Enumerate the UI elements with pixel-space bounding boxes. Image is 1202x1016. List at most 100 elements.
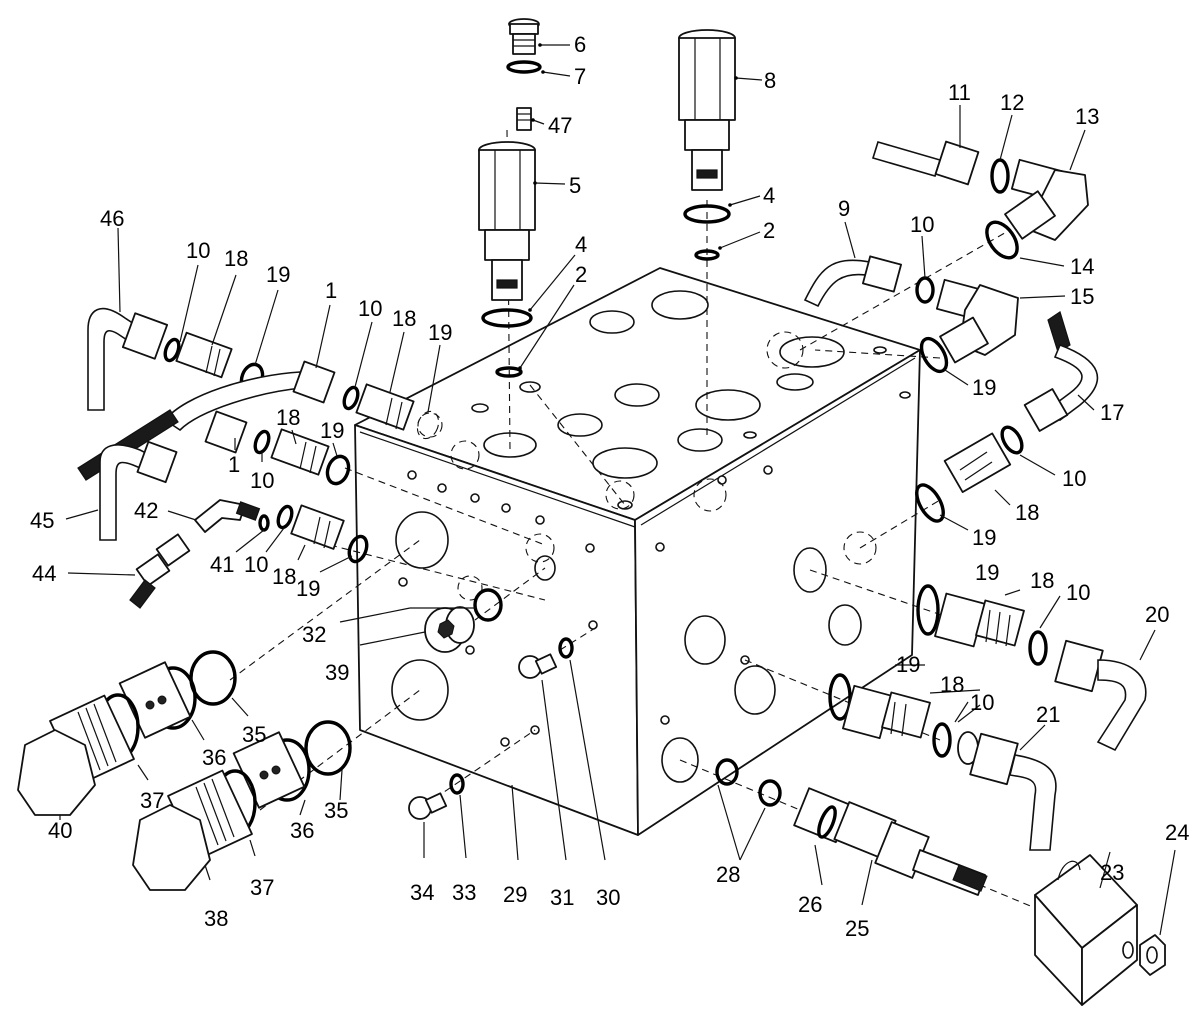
- plug-40-assembly: [17, 650, 237, 816]
- o-ring-10-right-a: [1028, 630, 1048, 666]
- callout-34: 34: [410, 880, 434, 905]
- callout-40: 40: [48, 818, 72, 843]
- callout-10-right-b: 10: [970, 690, 994, 715]
- tube-46: [87, 307, 169, 411]
- callout-8: 8: [764, 68, 776, 93]
- callout-19-right-b: 19: [896, 652, 920, 677]
- o-ring-19-lower-left: [347, 534, 369, 564]
- tube-9: [803, 255, 902, 308]
- callout-26: 26: [798, 892, 822, 917]
- o-ring-19-right-b: [828, 673, 852, 721]
- callout-11: 11: [948, 80, 971, 105]
- o-ring-10-upper-right: [915, 276, 935, 304]
- callout-18-left-top: 18: [224, 246, 248, 271]
- o-ring-19-upper-mid-dashed: [416, 410, 440, 440]
- callout-38: 38: [204, 906, 228, 931]
- relief-valve-cap-6: [508, 18, 540, 55]
- spring-insert-47: [516, 107, 532, 131]
- o-ring-4-right: [683, 204, 731, 224]
- callout-10-lower-left: 10: [244, 552, 268, 577]
- callout-4-left: 4: [575, 232, 587, 257]
- adapter-fitting-18-right-a: [934, 592, 1025, 648]
- adapter-fitting-18-upper-mid: [355, 383, 415, 431]
- callout-20: 20: [1145, 602, 1169, 627]
- callout-39: 39: [325, 660, 349, 685]
- callout-31: 31: [550, 885, 574, 910]
- o-ring-41: [258, 514, 270, 532]
- callout-18-upper-mid: 18: [392, 306, 416, 331]
- callout-10-upper-mid: 10: [358, 296, 382, 321]
- callout-32: 32: [302, 622, 326, 647]
- callout-18-upper-right: 18: [1015, 500, 1039, 525]
- o-ring-33: [449, 773, 465, 795]
- callout-18-lower-left: 18: [272, 564, 296, 589]
- callout-10-right-a: 10: [1066, 580, 1090, 605]
- plug-39: [424, 606, 475, 653]
- o-ring-10-right-b: [932, 722, 952, 758]
- tube-45: [77, 409, 179, 541]
- tube-11: [871, 140, 980, 186]
- callout-2-right: 2: [763, 218, 775, 243]
- o-ring-10-right-17: [1000, 425, 1024, 455]
- o-ring-19-upper-right: [919, 336, 949, 374]
- adapter-fitting-18-right-b: [842, 684, 931, 740]
- o-ring-28-a: [715, 758, 739, 786]
- callout-28: 28: [716, 862, 740, 887]
- o-ring-7: [506, 60, 542, 74]
- callout-19-upper-right: 19: [972, 375, 996, 400]
- callout-29: 29: [503, 882, 527, 907]
- o-ring-14: [985, 220, 1019, 260]
- o-ring-4-left: [481, 308, 533, 328]
- o-ring-2-right: [694, 249, 720, 261]
- callout-42: 42: [134, 498, 158, 523]
- callout-9: 9: [838, 196, 850, 221]
- callout-19-lower-left: 19: [296, 576, 320, 601]
- elbow-fitting-15: [935, 278, 1019, 364]
- o-ring-28-b: [758, 779, 782, 807]
- callout-4-right: 4: [763, 183, 775, 208]
- o-ring-10-upper-mid: [342, 385, 360, 411]
- callout-12: 12: [1000, 90, 1024, 115]
- callout-1-upper: 1: [325, 278, 337, 303]
- callout-30: 30: [596, 885, 620, 910]
- callout-5: 5: [569, 173, 581, 198]
- callout-19-right-a: 19: [975, 560, 999, 585]
- callout-6: 6: [574, 32, 586, 57]
- adapter-fitting-18-upper-right: [943, 432, 1012, 493]
- fitting-44: [129, 533, 191, 609]
- callout-25: 25: [845, 916, 869, 941]
- leader-lines: [59, 43, 1176, 936]
- manifold-block: [354, 267, 921, 836]
- callout-10-lower-mid: 10: [250, 468, 274, 493]
- bolt-31: [518, 653, 558, 679]
- callout-18-right-a: 18: [1030, 568, 1054, 593]
- callout-19-right: 19: [972, 525, 996, 550]
- solenoid-coil-23: [1034, 854, 1138, 1006]
- callout-7: 7: [574, 64, 586, 89]
- callout-45: 45: [30, 508, 54, 533]
- callout-14: 14: [1070, 254, 1094, 279]
- adapter-fitting-18-lower-left: [290, 504, 345, 550]
- o-ring-2-left: [495, 366, 523, 378]
- callout-19-lower-mid: 19: [320, 418, 344, 443]
- callout-2-left: 2: [575, 262, 587, 287]
- callout-36-upper: 36: [202, 745, 226, 770]
- callout-18-lower-mid: 18: [276, 405, 300, 430]
- adapter-fitting-18-left-top: [175, 331, 233, 379]
- o-ring-10-lower-left: [276, 504, 294, 530]
- elbow-42: [194, 499, 261, 533]
- o-ring-30: [558, 637, 574, 659]
- callout-23: 23: [1100, 860, 1124, 885]
- o-ring-26: [817, 805, 837, 839]
- adapter-fitting-18-lower-mid: [270, 428, 330, 476]
- o-ring-19-right-block: [915, 483, 945, 523]
- callout-44: 44: [32, 561, 56, 586]
- plug-32: [473, 588, 503, 622]
- callout-24: 24: [1165, 820, 1189, 845]
- callout-46: 46: [100, 206, 124, 231]
- callout-37-upper: 37: [140, 788, 164, 813]
- callout-18-right-b: 18: [940, 672, 964, 697]
- cartridge-valve-8: [678, 29, 736, 191]
- callout-21: 21: [1036, 702, 1060, 727]
- callout-15: 15: [1070, 284, 1094, 309]
